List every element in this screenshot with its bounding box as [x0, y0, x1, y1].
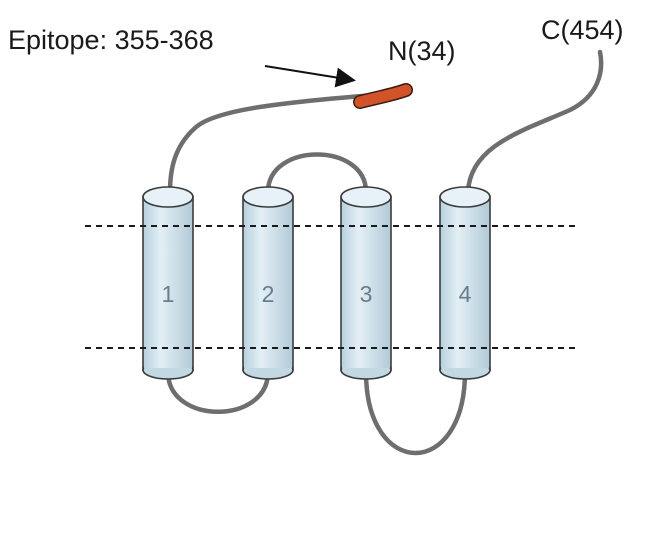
c-terminus-label: C(454): [541, 15, 624, 45]
c-terminal-tail: [465, 49, 604, 195]
loops: [165, 49, 604, 456]
helix-3: 3: [340, 186, 392, 380]
helix-4: 4: [439, 186, 491, 380]
loop-2-3: [265, 152, 369, 195]
loop-3-4: [363, 369, 468, 456]
helix-2: 2: [242, 186, 294, 380]
helix-1: 1: [142, 186, 194, 380]
helix-number: 1: [162, 281, 175, 307]
helix-number: 4: [459, 281, 472, 307]
helix-number: 3: [360, 281, 373, 307]
loop-1-2: [165, 369, 271, 414]
epitope-arrow: [264, 65, 356, 88]
epitope-label: Epitope: 355-368: [8, 25, 214, 55]
n-terminus-label: N(34): [388, 36, 456, 66]
n-terminal-tail: [167, 89, 407, 195]
helix-number: 2: [262, 281, 275, 307]
